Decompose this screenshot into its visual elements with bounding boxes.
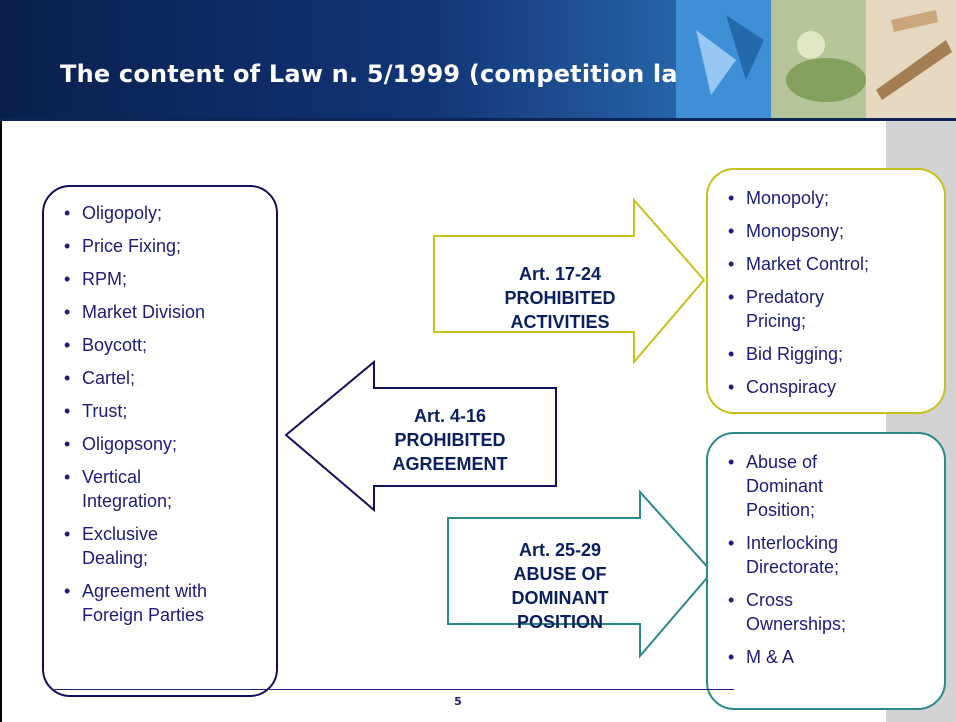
slide-header: The content of Law n. 5/1999 (competitio… <box>0 0 956 121</box>
list-item: Monopsony; <box>728 219 936 243</box>
left-box-prohibited-agreements: Oligopoly; Price Fixing; RPM; Market Div… <box>42 185 278 697</box>
bottom-right-box-list: Abuse of Dominant Position; Interlocking… <box>708 434 944 669</box>
list-item: Predatory Pricing; <box>728 285 856 333</box>
top-right-box-list: Monopoly; Monopsony; Market Control; Pre… <box>708 170 944 399</box>
list-item: RPM; <box>64 267 268 291</box>
arrow-label-line: POSITION <box>516 612 603 632</box>
arrow-abuse-dominant <box>447 489 714 659</box>
arrow-label-prohibited-agreement: Art. 4-16 PROHIBITED AGREEMENT <box>360 404 540 476</box>
page-number: 5 <box>454 695 462 708</box>
bottom-right-box-abuse-dominant: Abuse of Dominant Position; Interlocking… <box>706 432 946 710</box>
list-item: Monopoly; <box>728 186 936 210</box>
list-item: M & A <box>728 645 936 669</box>
list-item: Oligopsony; <box>64 432 268 456</box>
list-item: Abuse of Dominant Position; <box>728 450 846 522</box>
list-item: Market Control; <box>728 252 936 276</box>
arrow-label-line: Art. 4-16 <box>413 406 487 426</box>
arrow-label-line: Art. 25-29 <box>518 540 602 560</box>
list-item: Trust; <box>64 399 268 423</box>
arrow-label-line: ACTIVITIES <box>510 312 610 332</box>
arrow-label-abuse-dominant: Art. 25-29 ABUSE OF DOMINANT POSITION <box>470 538 650 634</box>
arrow-label-line: DOMINANT <box>511 588 609 608</box>
list-item: Exclusive Dealing; <box>64 522 192 570</box>
left-rule <box>0 118 2 722</box>
list-item: Price Fixing; <box>64 234 268 258</box>
arrow-label-prohibited-activities: Art. 17-24 PROHIBITED ACTIVITIES <box>470 262 650 334</box>
list-item: Agreement with Foreign Parties <box>64 579 252 627</box>
left-box-list: Oligopoly; Price Fixing; RPM; Market Div… <box>44 187 276 627</box>
list-item: Market Division <box>64 300 268 324</box>
top-right-box-prohibited-activities: Monopoly; Monopsony; Market Control; Pre… <box>706 168 946 414</box>
list-item: Vertical Integration; <box>64 465 212 513</box>
arrow-label-line: PROHIBITED <box>394 430 506 450</box>
slide-title: The content of Law n. 5/1999 (competitio… <box>60 60 712 88</box>
list-item: Conspiracy <box>728 375 936 399</box>
arrow-label-line: ABUSE OF <box>513 564 607 584</box>
list-item: Cartel; <box>64 366 268 390</box>
footer-rule <box>54 689 734 690</box>
list-item: Cross Ownerships; <box>728 588 866 636</box>
arrow-prohibited-activities <box>433 197 706 365</box>
header-photo-collage <box>676 0 956 118</box>
arrow-label-line: PROHIBITED <box>504 288 616 308</box>
list-item: Boycott; <box>64 333 268 357</box>
arrow-label-line: AGREEMENT <box>392 454 508 474</box>
list-item: Bid Rigging; <box>728 342 936 366</box>
arrow-label-line: Art. 17-24 <box>518 264 602 284</box>
list-item: Oligopoly; <box>64 201 268 225</box>
list-item: Interlocking Directorate; <box>728 531 866 579</box>
arrow-prohibited-agreement <box>284 359 557 513</box>
